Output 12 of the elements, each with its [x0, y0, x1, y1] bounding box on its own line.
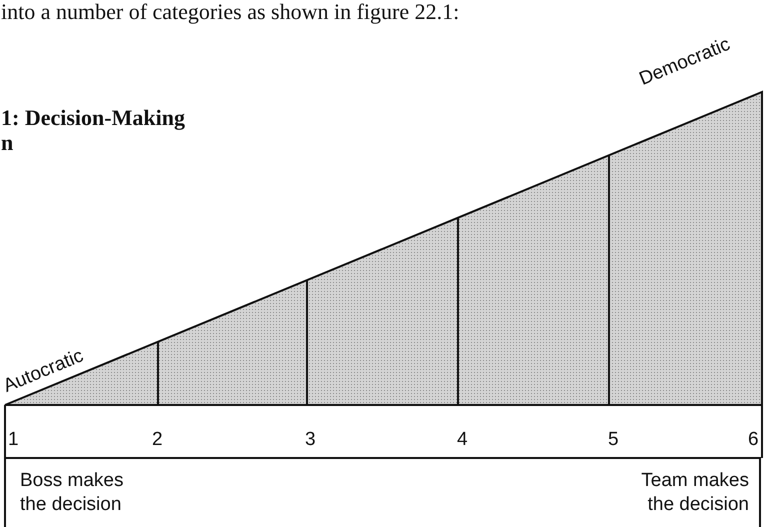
scale-number: 1 [8, 430, 19, 449]
outcome-text: Boss makes the decision [20, 469, 124, 517]
figure-title: 1: Decision-Making [1, 107, 185, 129]
scale-number: 3 [305, 430, 316, 449]
body-text: into a number of categories as shown in figure 22.1: [1, 1, 460, 23]
scale-number: 2 [152, 430, 163, 449]
figure-title: n [1, 132, 14, 154]
scale-number: 4 [457, 430, 468, 449]
scale-number: 6 [748, 430, 759, 449]
scale-number: 5 [608, 430, 619, 449]
outcome-box [4, 457, 761, 527]
outcome-text: Team makes the decision [640, 469, 749, 517]
